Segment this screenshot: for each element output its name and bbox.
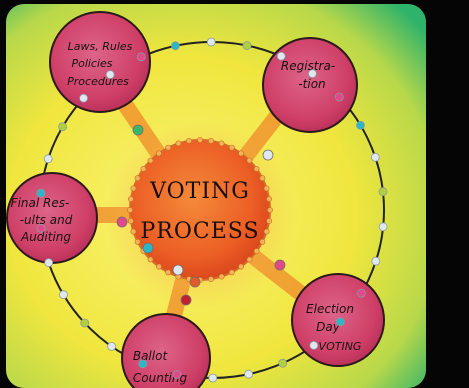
decorative-gems xyxy=(36,37,388,383)
gem xyxy=(132,124,144,136)
node-laws: Laws, Rules Policies Procedures xyxy=(49,11,151,113)
bead xyxy=(259,175,266,182)
gem xyxy=(262,149,274,161)
node-registration: Registra- -tion xyxy=(262,37,358,133)
gem xyxy=(172,264,184,276)
bead xyxy=(246,256,253,263)
gem xyxy=(356,288,366,298)
gem xyxy=(142,242,154,254)
gem xyxy=(276,51,286,61)
gem xyxy=(43,154,53,164)
gem xyxy=(79,93,88,103)
node-laws-line3: Procedures xyxy=(67,75,129,88)
gem xyxy=(356,120,365,130)
gem xyxy=(189,276,201,288)
bead xyxy=(253,165,260,172)
node-final-results-line3: Auditing xyxy=(20,230,71,244)
bead xyxy=(134,175,141,182)
bead xyxy=(208,137,214,144)
node-registration-line2: -tion xyxy=(298,77,325,91)
bead xyxy=(147,157,154,164)
bead xyxy=(140,165,147,172)
bead xyxy=(246,157,253,164)
node-registration-line1: Registra- xyxy=(281,59,335,73)
bead xyxy=(208,276,214,282)
bead xyxy=(218,273,225,280)
gem xyxy=(180,294,192,306)
gem xyxy=(170,41,180,51)
bead xyxy=(238,150,244,157)
node-ballot-counting-line1: Ballot xyxy=(133,349,169,363)
gem xyxy=(136,52,146,62)
node-laws-line1: Laws, Rules xyxy=(68,40,133,53)
gem xyxy=(208,373,218,383)
node-final-results: Final Res- -ults and Auditing xyxy=(6,172,98,264)
gem xyxy=(371,256,381,266)
bead xyxy=(130,228,137,235)
center-node: VOTING PROCESS xyxy=(127,137,273,283)
bead xyxy=(263,185,270,192)
gem xyxy=(105,70,115,79)
gem xyxy=(80,318,90,328)
bead xyxy=(165,269,172,276)
node-laws-line2: Policies xyxy=(71,57,112,70)
node-election-day-line3: VOTING xyxy=(319,340,362,353)
gem xyxy=(44,258,54,268)
bead xyxy=(197,137,203,143)
gem xyxy=(278,358,288,368)
center-title-line2: PROCESS xyxy=(140,219,259,244)
bead xyxy=(238,263,244,270)
bead xyxy=(147,256,154,263)
gem xyxy=(242,41,252,50)
bead xyxy=(267,207,273,213)
gem xyxy=(309,340,319,350)
bead xyxy=(127,207,133,213)
bead xyxy=(127,196,134,202)
center-bead-ring xyxy=(127,137,273,283)
gem xyxy=(59,290,68,300)
bead xyxy=(228,269,235,276)
gem xyxy=(378,187,388,197)
node-final-results-line2: -ults and xyxy=(20,213,73,227)
gem xyxy=(274,259,286,271)
gem xyxy=(138,359,148,369)
gem xyxy=(307,69,317,78)
gem xyxy=(58,122,67,132)
gem xyxy=(244,369,254,379)
bead xyxy=(127,218,134,224)
bead xyxy=(165,144,172,151)
gem xyxy=(378,222,388,232)
gem xyxy=(370,152,380,162)
bead xyxy=(228,144,235,151)
bead xyxy=(253,248,260,254)
bead xyxy=(155,150,162,157)
gem xyxy=(36,188,46,198)
node-election-day-line1: Election xyxy=(306,302,354,316)
bead xyxy=(175,140,182,147)
bead xyxy=(155,263,162,270)
gem xyxy=(172,370,182,379)
bead xyxy=(266,218,272,224)
bead xyxy=(218,140,225,147)
bead xyxy=(259,238,266,245)
bead xyxy=(263,228,270,235)
gem xyxy=(116,216,128,228)
node-final-results-line1: Final Res- xyxy=(11,196,70,210)
gem xyxy=(36,223,46,233)
gem xyxy=(334,92,344,102)
gem xyxy=(107,341,116,351)
node-election-day-line2: Day xyxy=(316,320,341,334)
gem xyxy=(206,37,216,47)
bead xyxy=(130,185,137,192)
bead xyxy=(266,196,272,202)
bead xyxy=(186,137,192,144)
center-title-line1: VOTING xyxy=(149,179,250,204)
gem xyxy=(335,317,345,327)
bead xyxy=(134,238,141,245)
